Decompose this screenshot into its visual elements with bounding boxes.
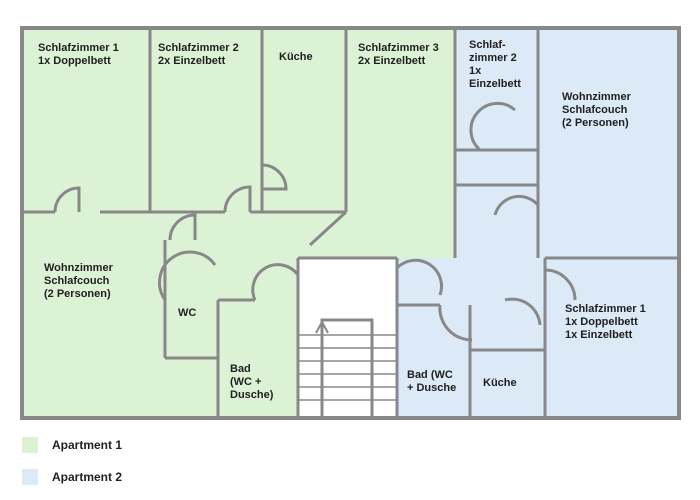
room-label-line: (2 Personen) — [562, 117, 629, 129]
door — [395, 258, 444, 296]
room-label-line: 1x Doppelbett — [565, 316, 638, 328]
door — [493, 194, 540, 216]
room-label-line: (WC + — [230, 376, 261, 388]
room-label-line: Schlaf- — [469, 39, 506, 51]
doors — [53, 101, 577, 342]
door — [53, 186, 81, 213]
room-label-line: Küche — [483, 377, 517, 389]
door — [168, 213, 197, 241]
stair-treads — [299, 319, 397, 401]
room-label-line: Wohnzimmer — [562, 91, 632, 103]
room-label-line: 1x Doppelbett — [38, 55, 111, 67]
legend-swatch-apartment-2 — [22, 469, 38, 485]
room-label-line: 2x Einzelbett — [358, 55, 426, 67]
apartment-2-fill-top — [455, 28, 679, 258]
room-label-line: 2x Einzelbett — [158, 55, 226, 67]
legend-label-apartment-2: Apartment 2 — [52, 470, 123, 484]
room-label-bad-a1: Bad(WC +Dusche) — [230, 363, 274, 401]
apartment-2-fill-bottom — [397, 258, 679, 418]
room-label-line: (2 Personen) — [44, 288, 111, 300]
room-label-line: zimmer 2 — [469, 52, 517, 64]
apartment-2-area — [397, 28, 679, 418]
door — [223, 185, 252, 213]
room-label-line: Küche — [279, 51, 313, 63]
door — [157, 250, 217, 301]
door — [469, 101, 516, 152]
room-label-line: + Dusche — [407, 382, 456, 394]
room-label-line: Schlafzimmer 3 — [358, 42, 439, 54]
room-label-line: Schlafzimmer 1 — [38, 42, 119, 54]
room-label-kueche-a1: Küche — [279, 51, 313, 63]
room-label-line: Bad — [230, 363, 251, 375]
room-label-line: Wohnzimmer — [44, 262, 114, 274]
wall — [308, 210, 348, 247]
room-label-line: Schlafzimmer 2 — [158, 42, 239, 54]
room-label-line: Schlafzimmer 1 — [565, 303, 646, 315]
room-label-line: Schlafcouch — [562, 104, 628, 116]
door — [438, 304, 473, 342]
door — [251, 263, 300, 301]
room-label-wc-a1: WC — [178, 307, 196, 319]
room-label-line: 1x — [469, 65, 482, 77]
legend-label-apartment-1: Apartment 1 — [52, 438, 123, 452]
door — [544, 268, 577, 301]
stair-arrow-head — [315, 319, 329, 334]
stairwell — [299, 258, 397, 418]
walls — [20, 26, 681, 420]
room-label-line: Einzelbett — [469, 78, 521, 90]
apartment-1-fill-top — [22, 28, 455, 258]
door — [504, 297, 542, 326]
room-label-bad-a2: Bad (WC+ Dusche — [407, 369, 456, 394]
room-label-line: Bad (WC — [407, 369, 453, 381]
room-label-kueche-a2: Küche — [483, 377, 517, 389]
room-label-line: 1x Einzelbett — [565, 329, 633, 341]
room-label-line: Dusche) — [230, 389, 274, 401]
room-label-line: WC — [178, 307, 196, 319]
room-label-line: Schlafcouch — [44, 275, 110, 287]
legend-item-apartment-1: Apartment 1 — [22, 437, 322, 459]
legend-swatch-apartment-1 — [22, 437, 38, 453]
door — [261, 163, 288, 191]
legend-item-apartment-2: Apartment 2 — [22, 469, 322, 491]
